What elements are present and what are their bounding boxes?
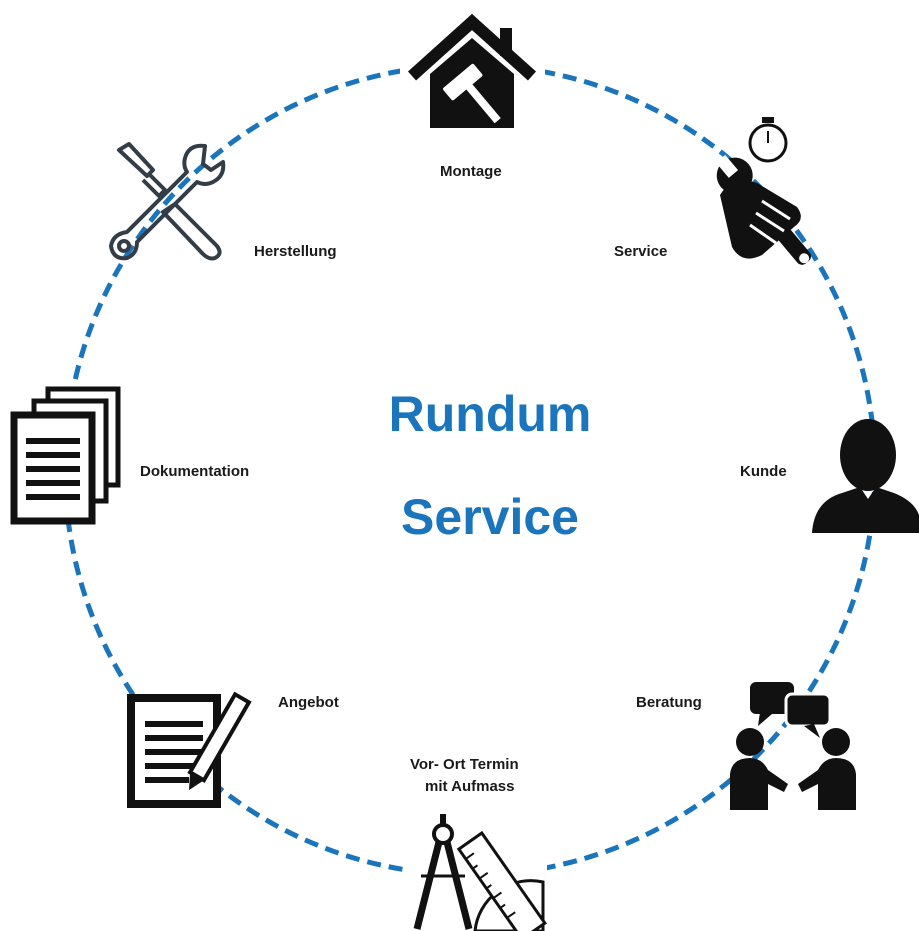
label-service: Service xyxy=(614,243,668,260)
compass-ruler-icon xyxy=(407,812,547,931)
label-termin-line-2: mit Aufmass xyxy=(425,778,515,795)
label-angebot: Angebot xyxy=(278,694,339,711)
stopwatch-icon xyxy=(748,117,788,163)
label-herstellung: Herstellung xyxy=(254,243,337,260)
wrench-hand-stopwatch-icon xyxy=(715,117,812,265)
label-montage: Montage xyxy=(440,163,502,180)
tools-icon xyxy=(109,142,226,261)
document-pen-icon xyxy=(127,691,252,808)
person-icon xyxy=(812,419,919,533)
title-line-2: Service xyxy=(401,489,579,545)
label-kunde: Kunde xyxy=(740,463,787,480)
house-hammer-icon xyxy=(400,12,545,132)
label-dokumentation: Dokumentation xyxy=(140,463,250,480)
title-line-1: Rundum xyxy=(388,386,592,442)
label-termin-line-1: Vor- Ort Termin xyxy=(410,756,519,773)
consultation-icon xyxy=(730,682,856,810)
label-beratung: Beratung xyxy=(636,694,702,711)
documents-stack-icon xyxy=(10,386,121,525)
